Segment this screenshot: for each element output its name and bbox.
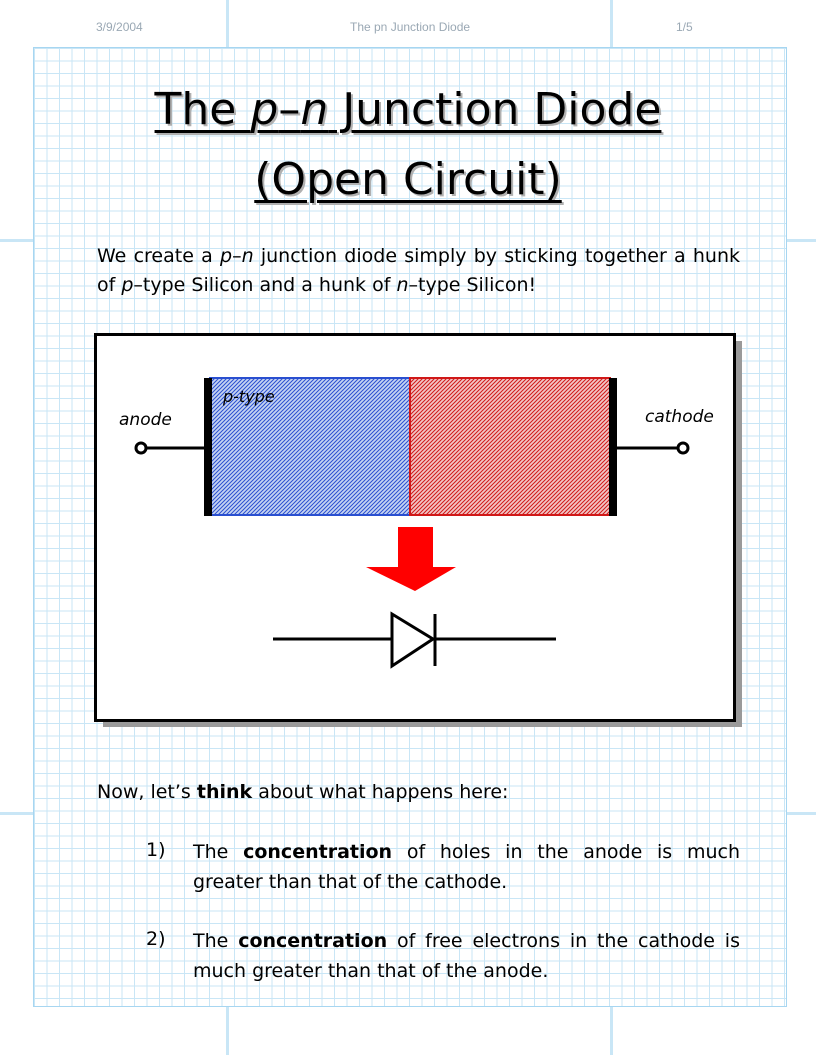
down-arrow-icon [366, 527, 456, 591]
p-type-label: p-type [222, 387, 275, 406]
page-title-line2: (Open Circuit) [254, 154, 562, 205]
anode-label: anode [119, 410, 172, 430]
p-type-region [209, 377, 411, 516]
intro-paragraph: We create a p–n junction diode simply by… [97, 245, 741, 296]
diode-diagram: anode cathode p-type [119, 377, 714, 669]
header-title: The pn Junction Diode [350, 20, 471, 34]
diode-figure: anode cathode p-type [94, 333, 736, 722]
n-type-region [409, 377, 611, 516]
anode-contact [204, 378, 212, 516]
cathode-label: cathode [645, 407, 714, 427]
page-header: 3/9/2004 The pn Junction Diode 1/5 [0, 20, 816, 38]
page-title-line1: The p–n Junction Diode [154, 84, 662, 135]
graph-paper [33, 47, 787, 1007]
list-number: 2) [146, 928, 166, 950]
cathode-terminal [676, 441, 690, 455]
list-number: 1) [146, 839, 166, 861]
prompt-paragraph: Now, let’s think about what happens here… [97, 781, 509, 803]
header-date: 3/9/2004 [96, 20, 143, 34]
anode-terminal [134, 441, 148, 455]
list-item: The concentration of free electrons in t… [193, 930, 740, 982]
diode-symbol-triangle [390, 611, 436, 669]
header-page-number: 1/5 [676, 20, 693, 34]
cathode-contact [609, 378, 617, 516]
list-item: The concentration of holes in the anode … [193, 841, 740, 893]
